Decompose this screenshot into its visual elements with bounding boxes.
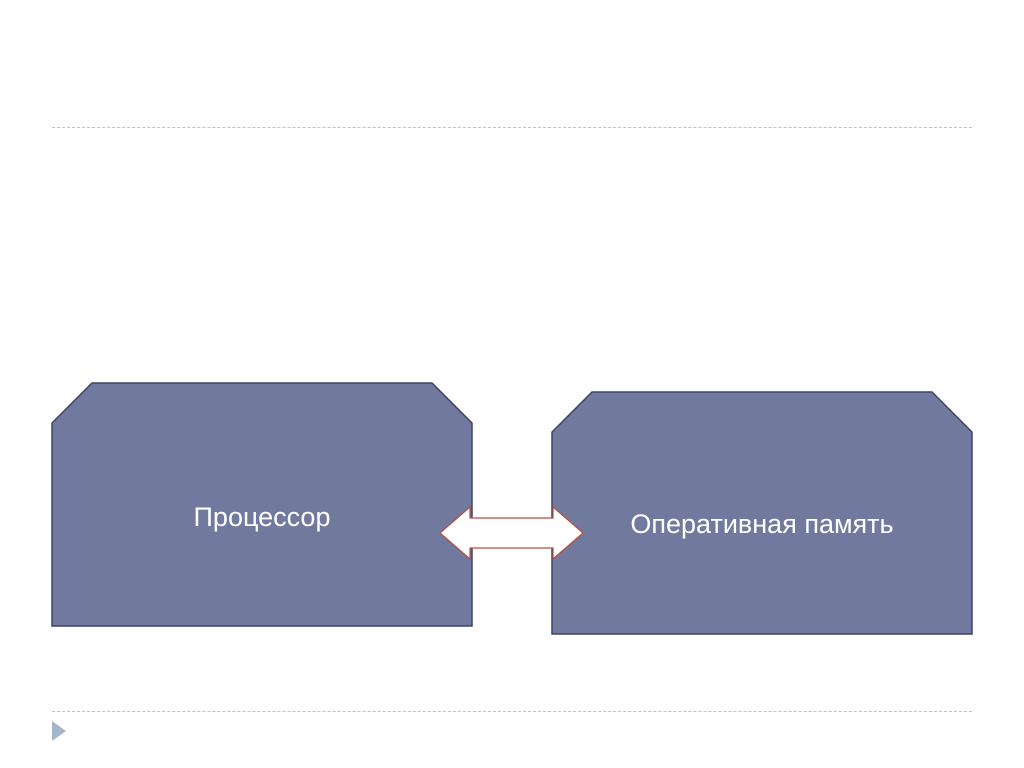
bottom-divider-line	[52, 711, 972, 712]
processor-label: Процессор	[193, 502, 331, 532]
triangle-right-icon	[52, 721, 66, 741]
double-arrow-icon	[439, 505, 584, 561]
processor-box	[51, 382, 473, 627]
top-divider-line	[52, 127, 972, 128]
memory-box	[551, 391, 973, 635]
memory-label: Оперативная память	[630, 509, 894, 539]
